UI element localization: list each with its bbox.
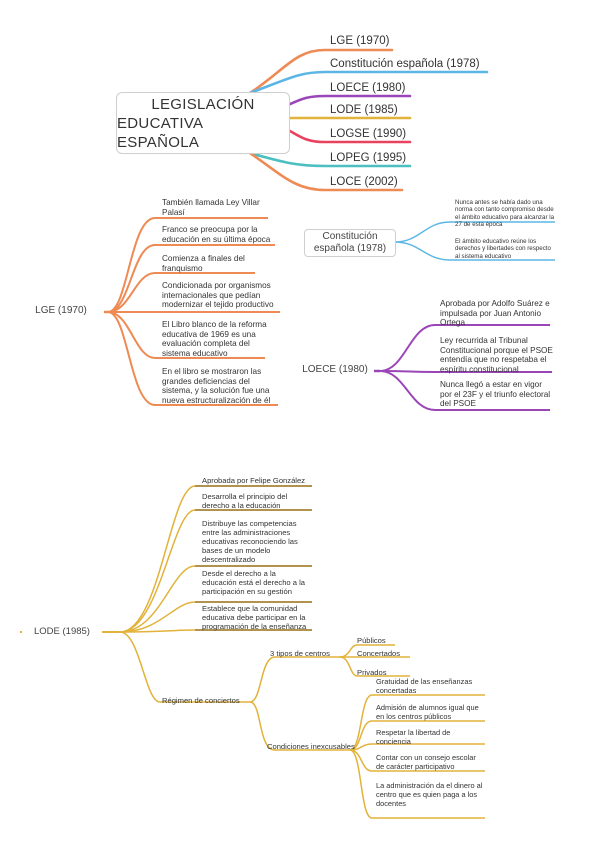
link-lopeg bbox=[248, 151, 412, 168]
central-topic[interactable]: LEGISLACIÓN EDUCATIVA ESPAÑOLA bbox=[116, 92, 290, 154]
lge-item-2: Franco se preocupa por la educación en s… bbox=[162, 225, 271, 244]
lge-item-5: El Libro blanco de la reforma educativa … bbox=[162, 320, 267, 358]
branch-lge[interactable]: LGE (1970) bbox=[330, 35, 390, 47]
link-loce bbox=[248, 151, 404, 192]
link-constitucion bbox=[248, 70, 489, 95]
branch-lopeg[interactable]: LOPEG (1995) bbox=[330, 152, 407, 164]
central-topic-line1: LEGISLACIÓN bbox=[151, 95, 255, 113]
constitucion-item-1: Nunca antes se había dado una norma con … bbox=[455, 199, 555, 229]
lge-root[interactable]: LGE (1970) bbox=[18, 303, 104, 319]
lode-condicion-1: Gratuidad de las enseñanzas concertadas bbox=[376, 677, 473, 695]
loece-item-2: Ley recurrida al Tribunal Constitucional… bbox=[440, 336, 553, 374]
lode-item-4: Desde el derecho a la educación está el … bbox=[202, 569, 306, 596]
branch-logse[interactable]: LOGSE (1990) bbox=[330, 128, 407, 140]
lode-root[interactable]: LODE (1985) bbox=[22, 624, 102, 640]
lode-condicion-3: Respetar la libertad de conciencia bbox=[376, 728, 451, 746]
lode-condicion-2: Admisión de alumnos igual que en los cen… bbox=[376, 703, 479, 721]
lode-item-1: Aprobada por Felipe González bbox=[202, 476, 306, 485]
central-topic-line2: EDUCATIVA ESPAÑOLA bbox=[117, 114, 203, 151]
branch-loece[interactable]: LOECE (1980) bbox=[330, 82, 406, 94]
lode-tipos[interactable]: 3 tipos de centros bbox=[270, 649, 330, 658]
lode-tipo-concertados: Concertados bbox=[357, 649, 401, 658]
link-loece bbox=[286, 94, 412, 107]
lode-condicion-5: La administración da el dinero al centro… bbox=[376, 781, 483, 808]
lode-tipo-privados: Privados bbox=[357, 668, 387, 677]
lge-item-6: En el libro se mostraron las grandes def… bbox=[162, 367, 271, 405]
loece-root[interactable]: LOECE (1980) bbox=[296, 362, 374, 378]
link-logse bbox=[286, 128, 412, 144]
link-lge bbox=[248, 48, 394, 95]
lode-item-2: Desarrolla el principio del derecho a la… bbox=[202, 492, 288, 510]
lode-regimen[interactable]: Régimen de conciertos bbox=[162, 696, 240, 705]
lode-condiciones[interactable]: Condiciones inexcusables bbox=[267, 742, 355, 751]
lge-item-3: Comienza a finales del franquismo bbox=[162, 254, 245, 273]
constitucion-item-2: El ámbito educativo reúne los derechos y… bbox=[455, 238, 551, 260]
branch-constitucion[interactable]: Constitución española (1978) bbox=[330, 58, 480, 70]
lge-item-1: También llamada Ley Villar Palasí bbox=[162, 198, 260, 217]
branch-lode[interactable]: LODE (1985) bbox=[330, 104, 398, 116]
lode-condicion-4: Contar con un consejo escolar de carácte… bbox=[376, 753, 476, 771]
lode-tipo-publicos: Públicos bbox=[357, 636, 386, 645]
lode-item-3: Distribuye las competencias entre las ad… bbox=[202, 519, 298, 564]
branch-loce[interactable]: LOCE (2002) bbox=[330, 176, 398, 188]
constitucion-root[interactable]: Constitución española (1978) bbox=[304, 229, 396, 257]
loece-item-1: Aprobada por Adolfo Suárez e impulsada p… bbox=[440, 299, 550, 328]
loece-item-3: Nunca llegó a estar en vigor por el 23F … bbox=[440, 380, 551, 409]
lge-item-4: Condicionada por organismos internaciona… bbox=[162, 281, 274, 310]
lode-item-5: Establece que la comunidad educativa deb… bbox=[202, 604, 307, 631]
